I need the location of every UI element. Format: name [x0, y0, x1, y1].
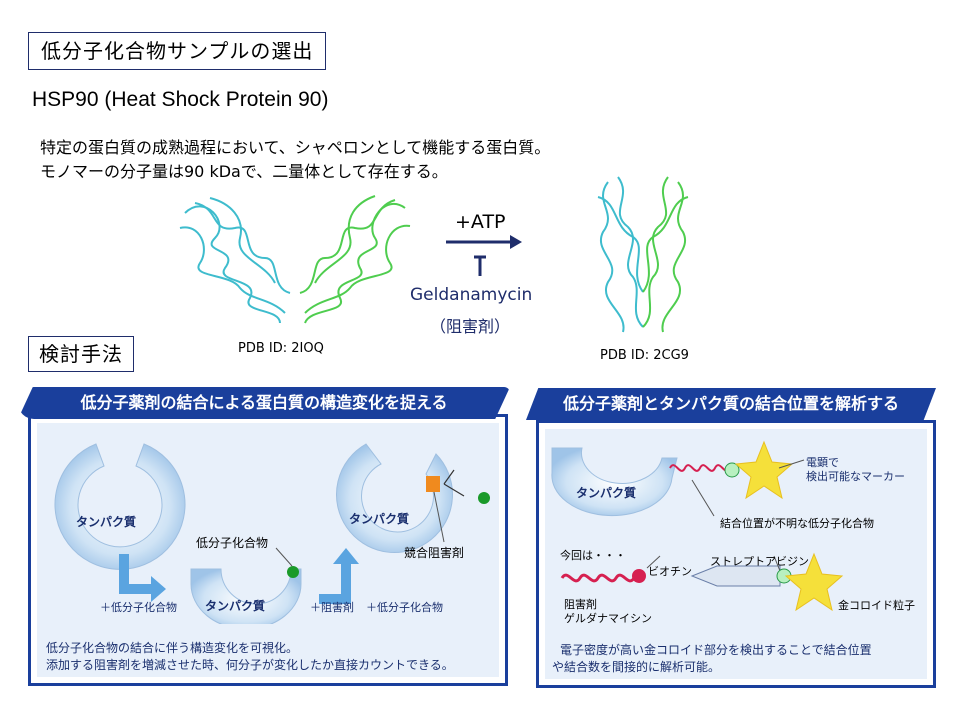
left-panel-diagram: [54, 443, 490, 624]
protein-closed-shape: [336, 443, 453, 553]
step-arrow-2-icon: [319, 548, 359, 604]
protein-label-1: タンパク質: [76, 515, 137, 529]
right-panel-banner: 低分子薬剤とタンパク質の結合位置を解析する: [526, 388, 936, 420]
atp-label: +ATP: [455, 211, 506, 233]
marker-line-2: 検出可能なマーカー: [806, 470, 905, 483]
biotin-dot: [632, 569, 646, 583]
method-title: 検討手法: [28, 336, 134, 372]
inhibitor-role-label: （阻害剤）: [430, 317, 511, 336]
marker-linker-wave: [669, 464, 731, 472]
step-2b-label: ＋低分子化合物: [366, 601, 443, 614]
biotin-leader-line: [646, 555, 661, 569]
ribbon-cyan: [179, 197, 291, 324]
left-footer-line-1: 低分子化合物の結合に伴う構造変化を可視化。: [46, 641, 299, 655]
protein-name: HSP90 (Heat Shock Protein 90): [32, 88, 329, 111]
inhibitor-line-2: ゲルダナマイシン: [564, 612, 652, 625]
geldanamycin-label: Geldanamycin: [410, 285, 533, 305]
right-footer-line-2: や結合数を間接的に解析可能。: [552, 660, 721, 674]
right-panel-diagram: [551, 440, 844, 612]
protein-label-2: タンパク質: [205, 599, 266, 613]
marker-leader-line: [778, 459, 805, 469]
structure-2ioq-image: [179, 195, 411, 324]
geldanamycin-wave: [560, 573, 636, 583]
compound-leader-line: [275, 547, 293, 567]
gold-label: 金コロイド粒子: [838, 599, 915, 612]
pdb-id-2cg9: PDB ID: 2CG9: [600, 348, 689, 363]
page-title: 低分子化合物サンプルの選出: [28, 32, 327, 70]
marker-line-1: 電顕で: [806, 456, 839, 469]
right-footer-line-1: 電子密度が高い金コロイド部分を検出することで結合位置: [560, 643, 872, 657]
protein-bowl-shape: [190, 568, 302, 624]
unknown-binding-label: 結合位置が不明な低分子化合物: [720, 517, 874, 530]
inhibition-bar-icon: [474, 255, 486, 276]
left-panel-banner: 低分子薬剤の結合による蛋白質の構造変化を捉える: [18, 387, 510, 419]
competitor-pointer: [443, 469, 465, 497]
biotin-label: ビオチン: [648, 565, 692, 578]
atp-arrow-icon: [446, 235, 522, 249]
pdb-id-2ioq: PDB ID: 2IOQ: [238, 341, 324, 356]
protein-label-3: タンパク質: [349, 512, 410, 526]
compound-dot: [287, 566, 299, 578]
gold-star-icon: [784, 552, 844, 612]
unknown-binding-leader-line: [691, 479, 715, 517]
this-time-label: 今回は・・・: [560, 549, 626, 562]
step-2a-label: ＋阻害剤: [310, 601, 354, 614]
inhibitor-line-1: 阻害剤: [564, 598, 597, 611]
step-arrow-1-icon: [119, 554, 166, 602]
protein-open-shape: [54, 443, 186, 570]
ribbon-green: [299, 195, 411, 324]
compound-label: 低分子化合物: [196, 536, 269, 550]
left-footer-line-2: 添加する阻害剤を増減させた時、何分子が変化したか直接カウントできる。: [46, 658, 454, 672]
step-1-label: ＋低分子化合物: [100, 601, 177, 614]
streptavidin-node: [724, 462, 740, 478]
description-line-1: 特定の蛋白質の成熟過程において、シャペロンとして機能する蛋白質。: [40, 138, 551, 157]
ribbon-green: [642, 176, 689, 333]
description-line-2: モノマーの分子量は90 kDaで、二量体として存在する。: [40, 162, 448, 181]
streptavidin-label: ストレプトアビジン: [710, 555, 809, 568]
marker-star-icon: [734, 440, 794, 500]
free-compound-dot: [478, 492, 490, 504]
competitor-leader-line: [433, 491, 445, 543]
left-panel: [28, 414, 508, 686]
protein-bowl-shape: [551, 447, 678, 517]
protein-label-right: タンパク質: [576, 486, 637, 500]
ribbon-cyan: [597, 176, 644, 333]
competitor-label: 競合阻害剤: [404, 546, 465, 560]
streptavidin-pointer-shape: [690, 565, 781, 587]
structure-2cg9-image: [597, 176, 689, 333]
competitor-square: [426, 476, 440, 492]
